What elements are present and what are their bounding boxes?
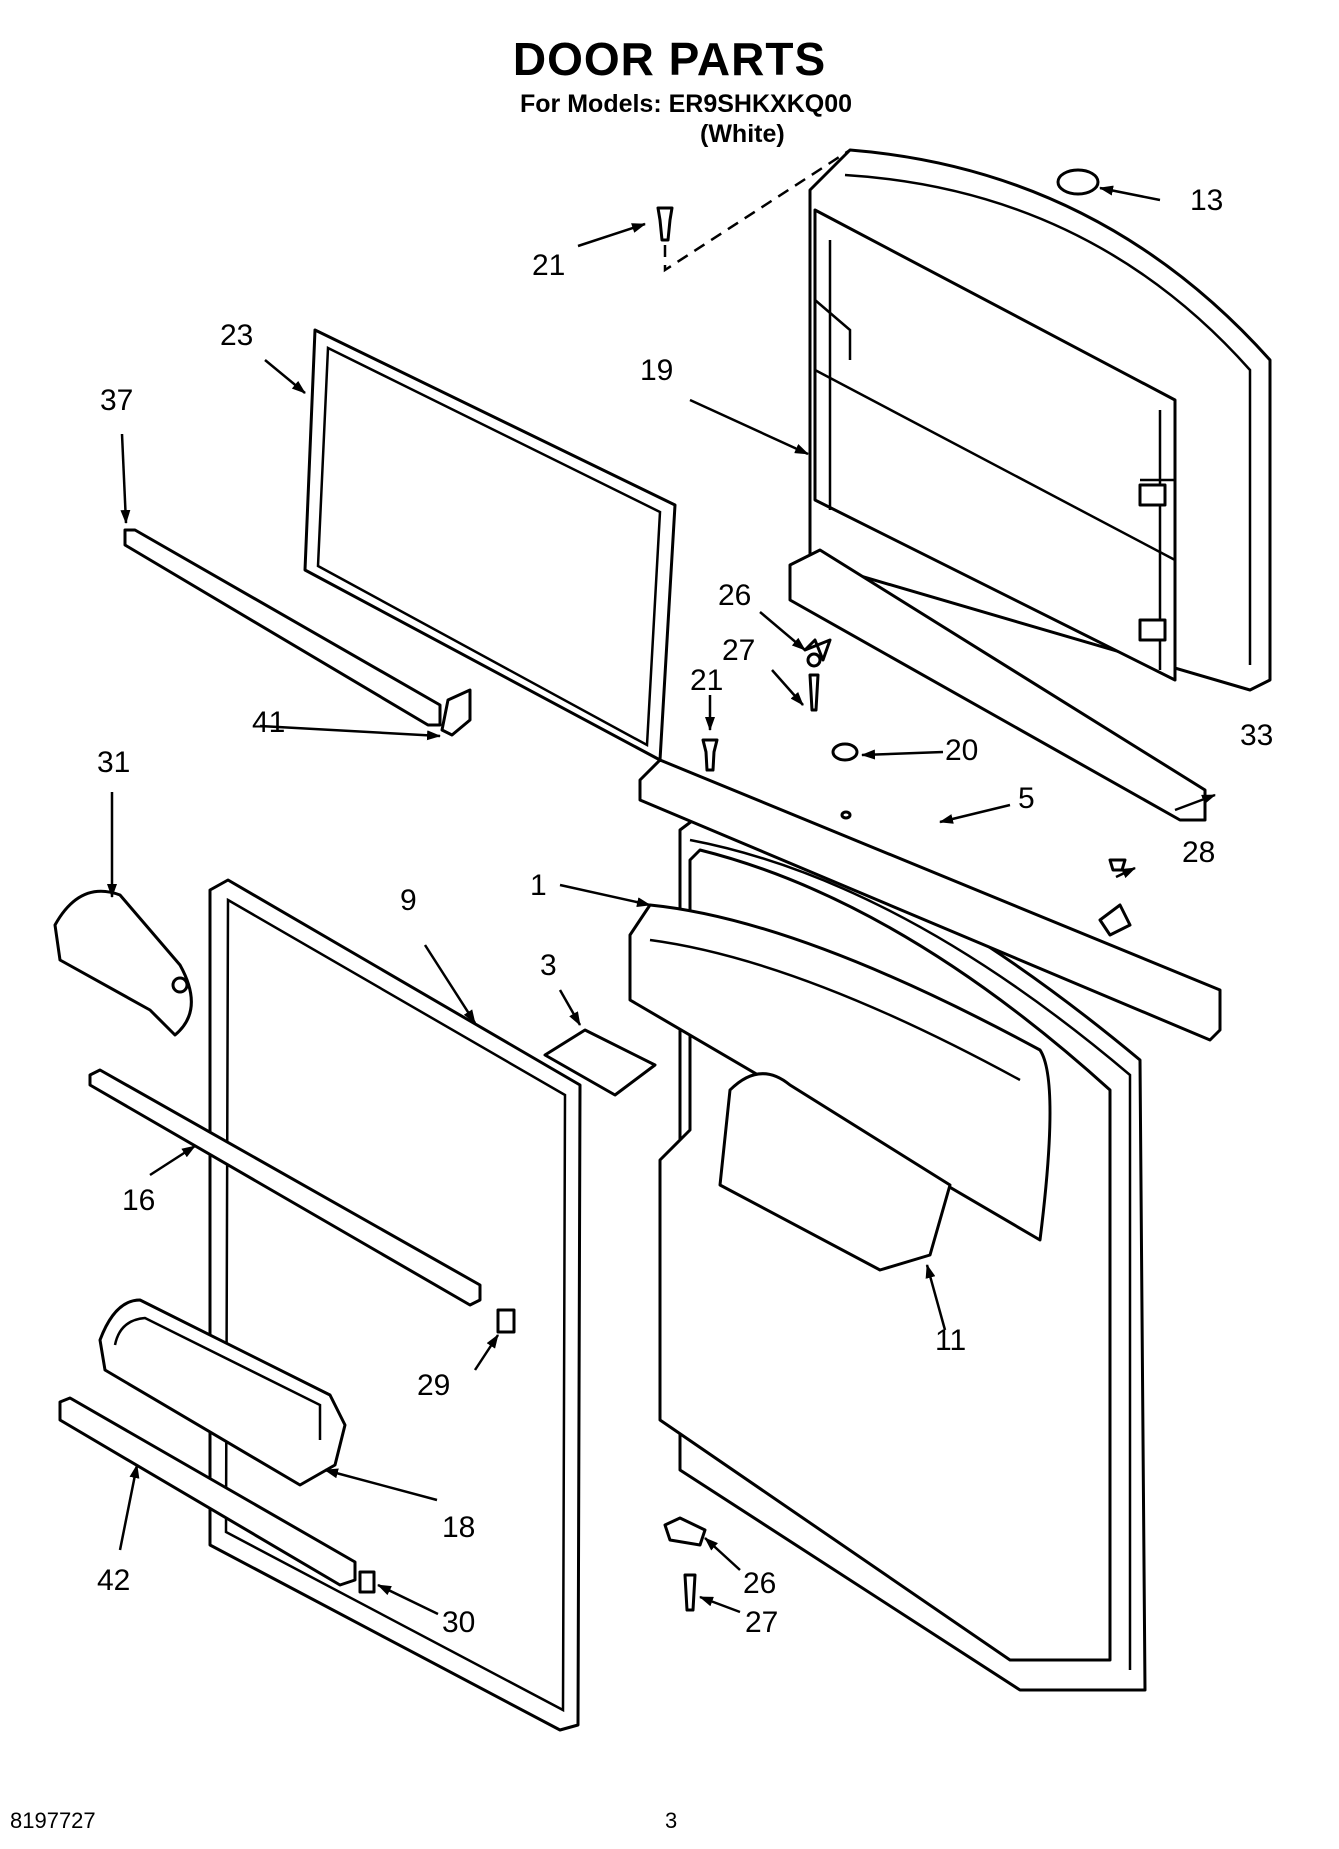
callout-21-mid: 21 — [690, 664, 723, 697]
fresh-food-gasket — [208, 878, 582, 1732]
screw-lower — [683, 1573, 697, 1612]
callout-9: 9 — [400, 884, 417, 917]
hinge-cover — [788, 548, 1207, 822]
callout-leaders — [107, 185, 1216, 1616]
callout-29: 29 — [417, 1369, 450, 1402]
retainer-clip — [496, 1308, 516, 1334]
document-number: 8197727 — [10, 1808, 96, 1833]
callout-30: 30 — [442, 1606, 475, 1639]
trim-strip — [123, 528, 442, 727]
hinge-lower — [663, 1516, 707, 1547]
plug — [831, 742, 859, 762]
callout-11: 11 — [935, 1324, 966, 1357]
hinge-bracket — [803, 638, 832, 662]
end-cap — [440, 688, 472, 737]
callout-23: 23 — [220, 319, 253, 352]
fresh-food-door — [628, 758, 1222, 1692]
callout-26: 26 — [718, 579, 751, 612]
screw — [656, 206, 674, 242]
model-number: For Models: ER9SHKXKQ00 — [520, 90, 853, 118]
freezer-gasket — [303, 328, 677, 762]
shelf-stop — [358, 1570, 376, 1594]
shelf-rail — [88, 1068, 482, 1307]
plug — [1056, 168, 1100, 196]
callout-42: 42 — [97, 1564, 130, 1597]
callout-41: 41 — [252, 706, 285, 739]
callout-1: 1 — [530, 869, 547, 902]
callout-28: 28 — [1182, 836, 1215, 869]
screw — [701, 738, 719, 772]
callout-20: 20 — [945, 734, 978, 767]
callout-13: 13 — [1190, 184, 1223, 217]
door-bin — [98, 1298, 347, 1487]
callout-5: 5 — [1018, 782, 1035, 815]
callout-21: 21 — [532, 249, 565, 282]
callout-33: 33 — [1240, 719, 1273, 752]
bin-trim — [58, 1396, 357, 1587]
callout-37: 37 — [100, 384, 133, 417]
dairy-door — [53, 889, 193, 1037]
model-color: (White) — [700, 120, 785, 148]
callout-27-lower: 27 — [745, 1606, 778, 1639]
callout-19: 19 — [640, 354, 673, 387]
callout-31: 31 — [97, 746, 130, 779]
page-number: 3 — [665, 1808, 678, 1833]
callout-18: 18 — [442, 1511, 475, 1544]
freezer-door — [808, 148, 1272, 692]
page-title: DOOR PARTS — [512, 33, 827, 85]
callout-3: 3 — [540, 949, 557, 982]
callout-26-lower: 26 — [743, 1567, 776, 1600]
callout-27: 27 — [722, 634, 755, 667]
callout-16: 16 — [122, 1184, 155, 1217]
pad — [543, 1028, 657, 1097]
